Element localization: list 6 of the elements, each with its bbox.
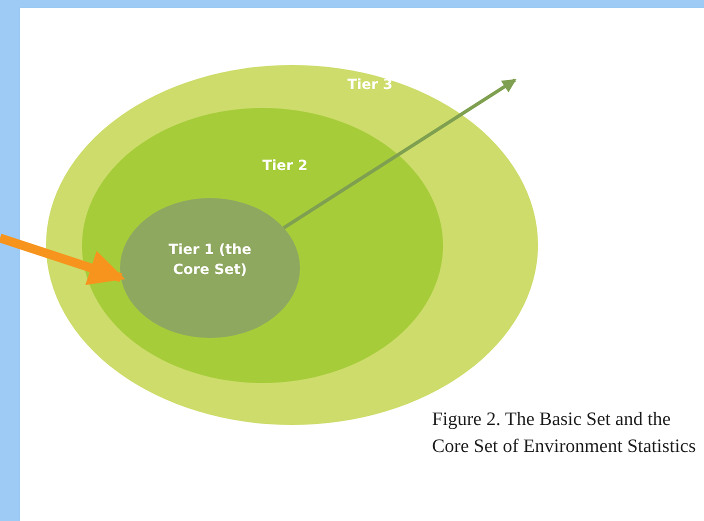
tier-label: Tier 1 (the Core Set) <box>168 241 252 280</box>
arrow <box>282 78 516 230</box>
figure-caption: Figure 2. The Basic Set and the Core Set of Environment Statistics <box>432 408 697 459</box>
tier-label: Tier 3 <box>346 76 394 95</box>
tier-label: Tier 2 <box>261 157 309 176</box>
arrow <box>0 234 126 285</box>
